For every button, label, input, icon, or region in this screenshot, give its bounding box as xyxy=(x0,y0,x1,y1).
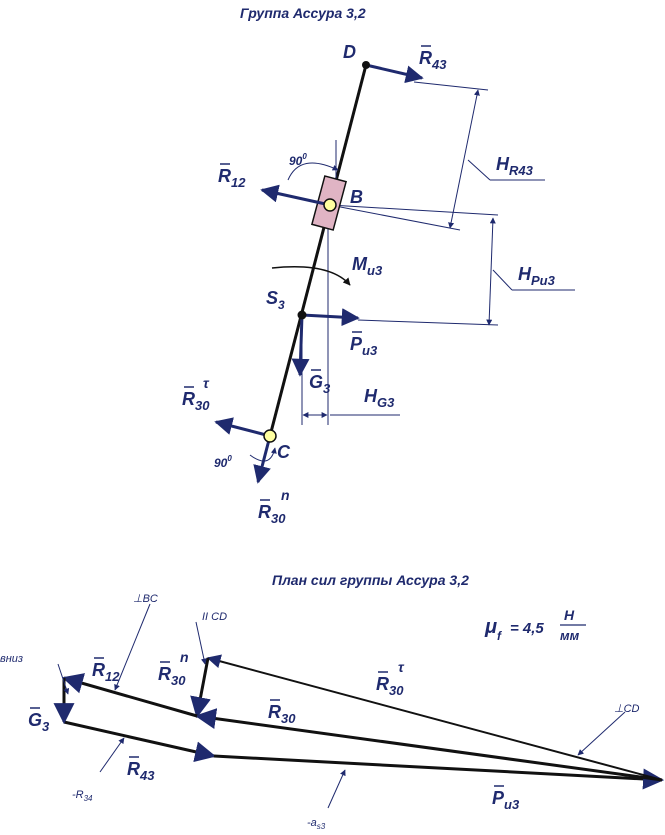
dimension-lines xyxy=(301,81,575,425)
label-d: D xyxy=(343,42,356,62)
force-r30n-arrow xyxy=(253,435,272,484)
svg-text:R43: R43 xyxy=(419,48,447,72)
angle-arc-top xyxy=(287,162,339,181)
force-r43-arrow xyxy=(365,63,424,84)
plan-label-pu3: Pu3 xyxy=(492,785,520,812)
label-c: C xyxy=(277,442,291,462)
top-title: Группа Ассура 3,2 xyxy=(240,5,366,21)
svg-text:Mu3: Mu3 xyxy=(352,254,383,278)
svg-text:G3: G3 xyxy=(309,372,331,396)
label-hpu3: HPu3 xyxy=(518,264,556,288)
force-pu3-arrow xyxy=(301,308,360,327)
label-r43: R43 xyxy=(419,45,447,72)
svg-text:Pu3: Pu3 xyxy=(492,788,520,812)
plan-label-r30: R30 xyxy=(268,699,296,726)
label-r12: R12 xyxy=(218,163,246,190)
plan-label-r43: R43 xyxy=(127,756,155,783)
note-minus-r34: -R34 xyxy=(72,789,93,803)
angle-arc-bottom xyxy=(249,447,277,462)
svg-text:R30: R30 xyxy=(182,389,210,413)
joint-c xyxy=(263,429,277,443)
plan-label-r30n: R30 n xyxy=(158,649,189,688)
joint-b xyxy=(323,198,337,212)
svg-text:τ: τ xyxy=(203,375,210,391)
plan-label-g3: G3 xyxy=(28,707,50,734)
svg-text:R12: R12 xyxy=(92,660,120,684)
plan-r12 xyxy=(61,673,198,718)
angle-top: 900 xyxy=(289,152,307,168)
label-mu3: Mu3 xyxy=(352,254,383,278)
label-b: B xyxy=(350,187,363,207)
svg-text:R12: R12 xyxy=(218,166,246,190)
joint-d xyxy=(362,61,370,69)
svg-text:Pu3: Pu3 xyxy=(350,334,378,358)
label-hr43: HR43 xyxy=(496,154,534,178)
svg-text:G3: G3 xyxy=(28,710,50,734)
svg-text:мм: мм xyxy=(560,628,580,643)
svg-text:Н: Н xyxy=(564,607,575,623)
link-dc xyxy=(268,64,368,437)
note-down: вниз xyxy=(0,653,23,665)
joint-s3 xyxy=(297,310,307,320)
plan-r30n xyxy=(190,657,211,719)
svg-text:= 4,5: = 4,5 xyxy=(510,620,544,637)
moment-mu3-arrow xyxy=(271,266,351,286)
svg-text:τ: τ xyxy=(398,659,405,675)
note-par-cd: II CD xyxy=(202,611,227,623)
plan-r30 xyxy=(194,708,663,782)
plan-pu3 xyxy=(213,754,665,790)
svg-text:R43: R43 xyxy=(127,759,155,783)
svg-text:R30: R30 xyxy=(258,502,286,526)
note-perp-cd: ⊥CD xyxy=(614,703,640,715)
label-r30t: R30 τ xyxy=(182,375,210,413)
svg-text:R30: R30 xyxy=(158,664,186,688)
svg-text:f: f xyxy=(497,629,502,643)
scale-factor: μ f = 4,5 Н мм xyxy=(484,607,586,643)
force-r12-arrow xyxy=(260,184,331,207)
label-r30n: R30 n xyxy=(258,487,290,526)
svg-text:n: n xyxy=(281,487,290,503)
force-r30t-arrow xyxy=(214,417,271,438)
label-pu3: Pu3 xyxy=(350,331,378,358)
label-hg3: HG3 xyxy=(364,386,395,410)
plan-label-r12: R12 xyxy=(92,657,120,684)
plan-label-r30t: R30 τ xyxy=(376,659,405,698)
svg-text:n: n xyxy=(180,649,189,665)
plan-r30t xyxy=(206,654,663,781)
bottom-title: План сил группы Ассура 3,2 xyxy=(272,572,469,588)
note-minus-as3: -as3 xyxy=(307,817,326,831)
svg-text:μ: μ xyxy=(484,616,497,638)
label-s3: S3 xyxy=(266,288,285,312)
label-g3: G3 xyxy=(309,369,331,396)
note-perp-bc: ⊥BC xyxy=(133,593,158,605)
plan-r43 xyxy=(63,720,217,763)
svg-text:R30: R30 xyxy=(376,674,404,698)
plan-annotation-lines xyxy=(57,603,626,809)
force-g3-arrow xyxy=(291,314,310,377)
svg-text:R30: R30 xyxy=(268,702,296,726)
angle-bottom: 900 xyxy=(214,454,232,470)
